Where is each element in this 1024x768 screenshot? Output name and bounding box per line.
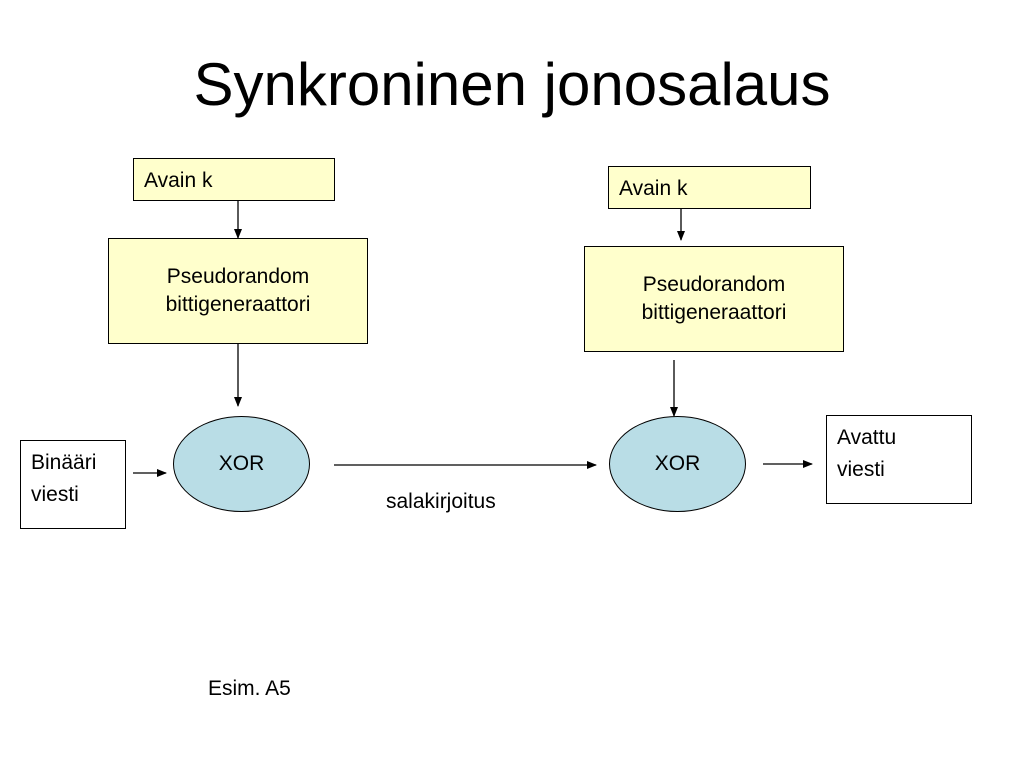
input-line2: viesti: [31, 483, 79, 506]
right-generator-line2: bittigeneraattori: [641, 301, 787, 324]
left-key-box: Avain k: [133, 158, 335, 201]
left-key-label: Avain k: [144, 169, 213, 192]
right-key-label: Avain k: [619, 177, 688, 200]
output-line2: viesti: [837, 458, 885, 481]
slide-title: Synkroninen jonosalaus: [193, 51, 831, 118]
left-xor-node: XOR: [173, 416, 310, 512]
left-xor-label: XOR: [218, 452, 265, 475]
ciphertext-label: salakirjoitus: [386, 490, 496, 513]
output-message-box: Avattu viesti: [826, 415, 972, 504]
output-line1: Avattu: [837, 426, 897, 449]
input-line1: Binääri: [31, 451, 97, 474]
right-xor-label: XOR: [654, 452, 701, 475]
example-label: Esim. A5: [208, 677, 291, 700]
input-message-box: Binääri viesti: [20, 440, 126, 529]
right-key-box: Avain k: [608, 166, 811, 209]
right-xor-node: XOR: [609, 416, 746, 512]
left-generator-line2: bittigeneraattori: [165, 293, 311, 316]
right-generator-box: Pseudorandom bittigeneraattori: [584, 246, 844, 352]
right-generator-line1: Pseudorandom: [642, 273, 786, 296]
left-generator-box: Pseudorandom bittigeneraattori: [108, 238, 368, 344]
left-generator-line1: Pseudorandom: [166, 265, 310, 288]
